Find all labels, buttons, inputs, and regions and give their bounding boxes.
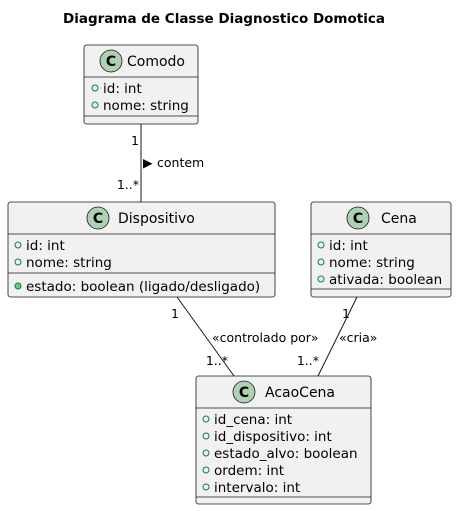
edge-line	[176, 296, 235, 377]
public-visibility-icon	[317, 241, 325, 249]
attribute: nome: string	[26, 255, 112, 271]
relation-label: «cria»	[339, 330, 377, 345]
class-stereotype-icon	[99, 49, 123, 73]
public-visibility-icon	[202, 432, 210, 440]
attribute: id_cena: int	[214, 412, 292, 428]
public-visibility-icon	[202, 466, 210, 474]
public-visibility-icon	[14, 241, 22, 249]
public-visibility-icon	[317, 275, 325, 283]
attribute: nome: string	[329, 255, 415, 271]
multiplicity-to: 1..*	[117, 177, 139, 192]
class-name: Comodo	[127, 54, 185, 70]
relation-comodo-dispositivo: 1 1..* ▶ contem	[117, 124, 204, 202]
class-box	[310, 201, 452, 298]
direction-arrow-icon: ▶	[143, 155, 153, 170]
public-visibility-icon	[202, 483, 210, 491]
class-dispositivo: C Dispositivo id: int nome: string estad…	[7, 201, 276, 298]
attribute: id: int	[26, 238, 65, 254]
attribute: id_dispositivo: int	[214, 429, 332, 445]
public-visibility-icon	[317, 258, 325, 266]
public-method-icon	[14, 282, 22, 290]
multiplicity-from: 1	[342, 306, 350, 321]
attribute: estado_alvo: boolean	[214, 446, 358, 462]
attribute: ordem: int	[214, 463, 284, 479]
multiplicity-from: 1	[171, 306, 179, 321]
multiplicity-to: 1..*	[297, 353, 319, 368]
relation-label: «controlado por»	[212, 330, 319, 345]
class-marker: C	[93, 211, 103, 227]
class-acaocena: C AcaoCena id_cena: int id_dispositivo: …	[195, 375, 372, 505]
relation-cena-acaocena: 1 1..* «cria»	[297, 296, 377, 377]
class-stereotype-icon	[232, 380, 256, 404]
multiplicity-to: 1..*	[206, 353, 228, 368]
edge-line	[317, 296, 358, 377]
multiplicity-from: 1	[131, 133, 139, 148]
class-stereotype-icon	[86, 206, 110, 230]
public-visibility-icon	[14, 258, 22, 266]
class-stereotype-icon	[346, 206, 370, 230]
relation-dispositivo-acaocena: 1 1..* «controlado por»	[171, 296, 319, 377]
diagram-title: Diagrama de Classe Diagnostico Domotica	[63, 11, 385, 27]
attribute: id: int	[329, 238, 368, 254]
public-visibility-icon	[202, 415, 210, 423]
class-name: Cena	[381, 211, 417, 227]
class-name: Dispositivo	[118, 211, 195, 227]
attribute: id: int	[103, 81, 142, 97]
class-cena: C Cena id: int nome: string ativada: boo…	[310, 201, 452, 298]
public-visibility-icon	[91, 84, 99, 92]
public-visibility-icon	[91, 101, 99, 109]
class-marker: C	[239, 385, 249, 401]
class-marker: C	[353, 211, 363, 227]
class-comodo: C Comodo id: int nome: string	[83, 44, 199, 125]
attribute: intervalo: int	[214, 480, 300, 496]
relation-label: contem	[157, 155, 204, 170]
class-name: AcaoCena	[265, 385, 335, 401]
attribute: nome: string	[103, 98, 189, 114]
method: estado: boolean (ligado/desligado)	[26, 279, 260, 295]
attribute: ativada: boolean	[329, 272, 442, 288]
class-marker: C	[106, 54, 116, 70]
public-visibility-icon	[202, 449, 210, 457]
